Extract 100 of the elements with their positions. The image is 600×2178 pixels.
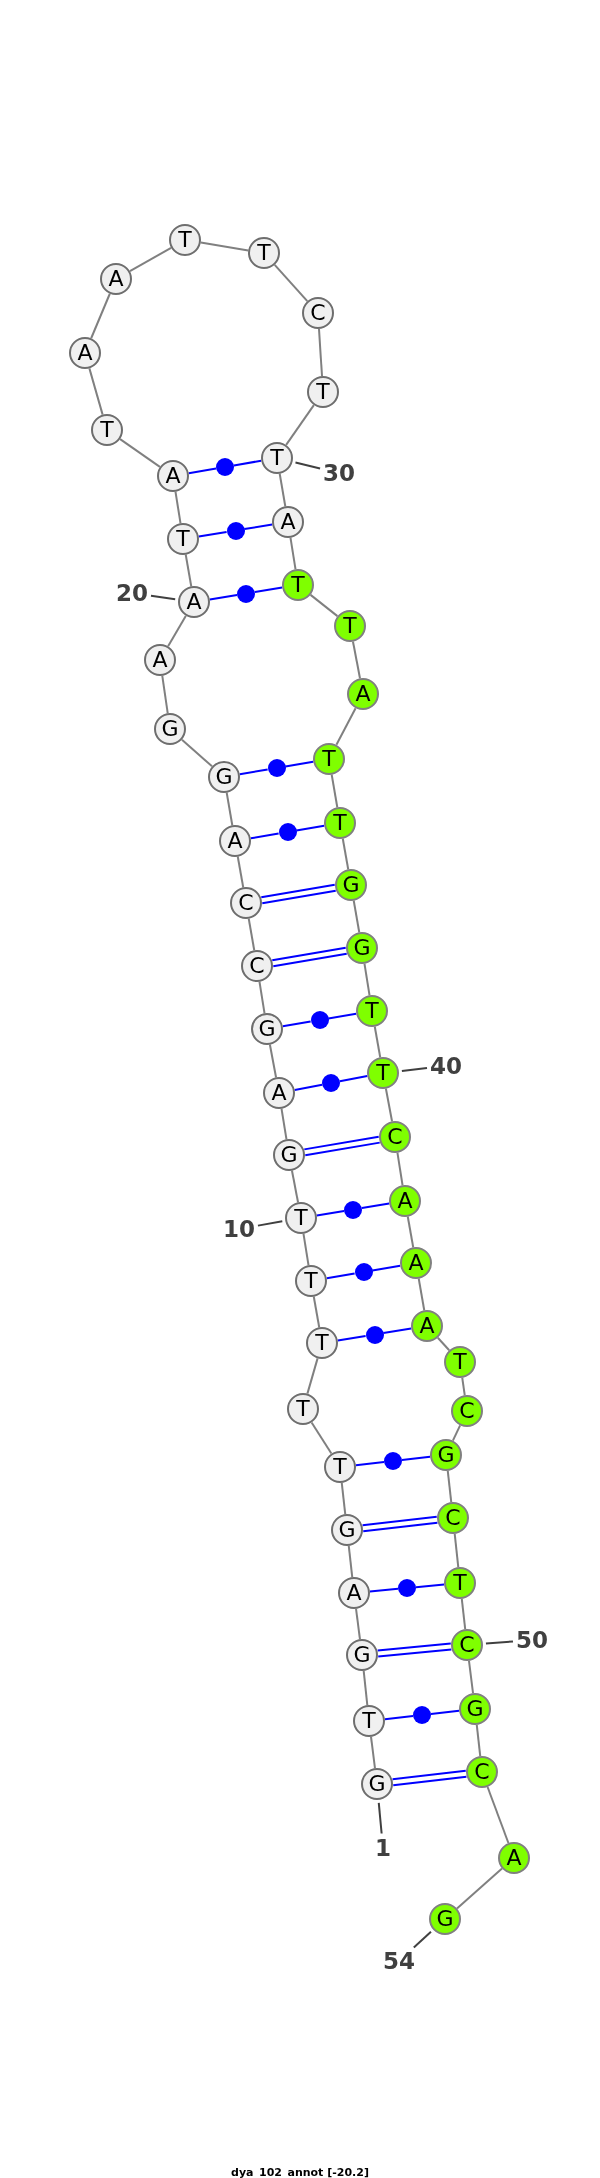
backbone-line [347,1544,354,1579]
nucleotide: A [389,1185,421,1217]
backbone-line [161,674,169,715]
backbone-line [302,1232,310,1267]
nucleotide: G [346,932,378,964]
dot-icon [322,1074,340,1092]
nucleotide: T [444,1567,476,1599]
nucleotide: T [353,1705,385,1737]
backbone-line [167,614,187,648]
backbone-line [352,899,361,934]
backbone-line [352,640,361,680]
backbone-line [330,773,339,809]
backbone-line [453,1532,460,1569]
backbone-line [247,917,256,952]
backbone-line [456,1867,503,1910]
base-pair-line [253,586,284,594]
base-pair-line [336,1334,367,1342]
nucleotide: C [241,950,273,982]
nucleotide: T [248,237,280,269]
backbone-line [184,553,193,588]
position-number: 40 [430,1054,462,1078]
nucleotide: G [154,713,186,745]
backbone-line [312,1295,321,1329]
nucleotide: A [144,644,176,676]
nucleotide: T [282,569,314,601]
nucleotide: A [69,337,101,369]
backbone-line [318,327,323,378]
base-pair-line [238,768,269,776]
backbone-line [373,1025,382,1059]
nucleotide: A [272,506,304,538]
base-pair-line [249,832,280,840]
backbone-line [236,855,245,889]
dot-icon [354,1263,373,1281]
backbone-line [310,1421,333,1455]
nucleotide: C [466,1756,498,1788]
nucleotide: T [307,376,339,408]
nucleotide: A [178,586,210,618]
backbone-line [406,1215,415,1249]
base-pair-line [260,883,337,905]
backbone-line [258,980,266,1015]
nucleotide: T [367,1057,399,1089]
backbone-line [309,593,339,618]
nucleotide: A [338,1577,370,1609]
backbone-line [340,1481,347,1516]
base-pair-line [271,946,348,968]
backbone-line [363,962,371,997]
nucleotide: T [287,1393,319,1425]
backbone-line [119,438,161,468]
backbone-line [355,1607,361,1641]
nucleotide: A [263,1077,295,1109]
dot-icon [237,584,255,603]
backbone-line [384,1087,394,1123]
dot-icon [278,823,297,841]
caption: dya_102_annot [-20.2] [231,2166,369,2178]
base-pair-line [361,1515,439,1533]
dot-icon [398,1579,416,1597]
backbone-line [90,292,111,340]
backbone-line [461,1376,466,1397]
dot-icon [365,1325,384,1344]
base-pair-line [295,824,326,832]
nucleotide: T [295,1265,327,1297]
nucleotide: G [208,761,240,793]
backbone-line [335,707,357,746]
dot-icon [216,458,234,476]
dot-icon [384,1452,402,1470]
backbone-line [306,1357,319,1395]
nucleotide: G [251,1013,283,1045]
backbone-line [285,404,315,446]
base-pair-line [371,1264,402,1272]
backbone-line [128,246,173,273]
position-number: 30 [323,461,355,485]
nucleotide: C [451,1395,483,1427]
dot-icon [344,1200,362,1219]
backbone-line [225,791,234,827]
nucleotide: G [429,1903,461,1935]
base-pair-line [315,1209,346,1217]
nucleotide: A [400,1247,432,1279]
nucleotide: T [285,1202,317,1234]
backbone-line [291,1169,299,1204]
base-pair-line [391,1769,468,1787]
backbone-line [436,1336,451,1352]
leader-line [294,461,322,470]
position-number: 1 [375,1836,391,1860]
backbone-line [174,490,182,525]
nucleotide: A [100,263,132,295]
backbone-line [289,536,297,571]
leader-line [377,1801,383,1835]
base-pair-line [208,593,239,601]
dot-icon [413,1706,431,1724]
backbone-line [273,263,309,303]
base-pair-line [338,1075,369,1083]
nucleotide: A [347,678,379,710]
base-pair-line [382,1327,413,1335]
nucleotide: T [334,610,366,642]
dot-icon [267,759,286,777]
base-pair-line [354,1461,386,1467]
base-pair-line [360,1202,391,1210]
nucleotide: G [335,869,367,901]
backbone-line [486,1786,510,1844]
backbone-line [278,472,287,508]
